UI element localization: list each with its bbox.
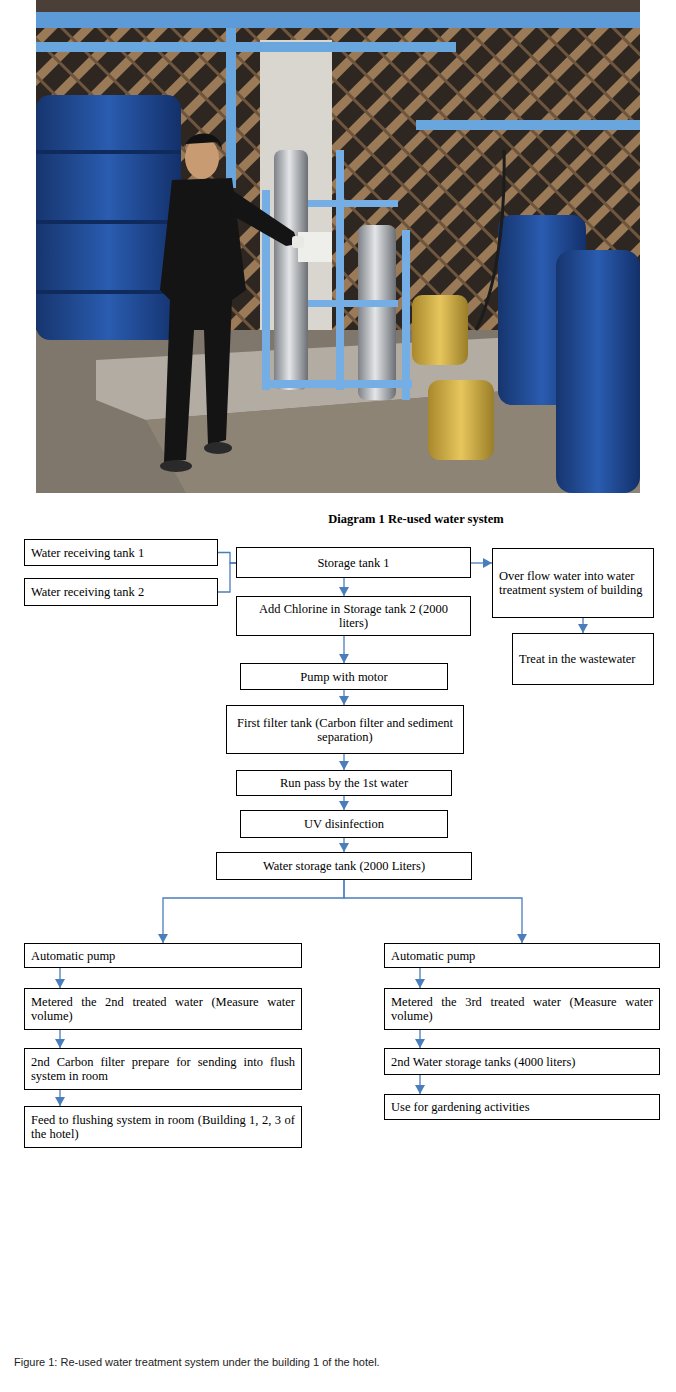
figure-caption: Figure 1: Re-used water treatment system… <box>14 1355 664 1369</box>
process-box: Use for gardening activities <box>384 1094 660 1120</box>
flow-arrow <box>343 578 344 596</box>
flow-arrow <box>59 1030 60 1048</box>
filter-cylinder <box>358 225 396 400</box>
ceiling-pipe <box>36 12 640 28</box>
box-text: Metered the 2nd treated water (Measure w… <box>31 995 295 1023</box>
box-text: First filter tank (Carbon filter and sed… <box>233 716 457 744</box>
tank-rib <box>36 150 181 154</box>
process-box: Feed to flushing system in room (Buildin… <box>24 1106 302 1148</box>
box-text: UV disinfection <box>247 817 441 831</box>
box-text: Use for gardening activities <box>391 1100 653 1114</box>
process-box: Metered the 3rd treated water (Measure w… <box>384 988 660 1030</box>
flow-arrow <box>218 563 236 592</box>
yellow-tank <box>428 380 494 460</box>
process-box: Water receiving tank 2 <box>24 578 218 606</box>
flow-arrow <box>419 968 420 988</box>
diagram-title: Diagram 1 Re-used water system <box>236 512 596 527</box>
process-box: Storage tank 1 <box>236 547 471 578</box>
box-text: Water receiving tank 1 <box>31 546 211 560</box>
process-box: Automatic pump <box>24 943 302 968</box>
riser-pipe <box>226 28 236 188</box>
flow-arrow <box>343 690 344 705</box>
process-box: Treat in the wastewater <box>512 633 654 685</box>
pipe <box>308 200 398 207</box>
flow-arrow <box>343 754 344 770</box>
right-blue-tank <box>556 250 640 493</box>
pipe <box>308 300 398 307</box>
box-text: Automatic pump <box>31 949 295 963</box>
flow-arrow <box>344 880 522 943</box>
site-photo <box>36 0 640 493</box>
yellow-tank <box>412 295 468 365</box>
process-box: Water storage tank (2000 Liters) <box>216 852 472 880</box>
box-text: Pump with motor <box>247 670 441 684</box>
box-text: Run pass by the 1st water <box>243 776 445 790</box>
flow-arrow <box>343 796 344 810</box>
photo-ground <box>36 0 640 493</box>
tank-rib <box>36 290 181 294</box>
flow-arrow <box>218 553 236 564</box>
process-box: UV disinfection <box>240 810 448 838</box>
flow-arrow <box>59 968 60 988</box>
box-text: 2nd Water storage tanks (4000 liters) <box>391 1055 653 1069</box>
pipe <box>416 120 640 130</box>
box-text: Water receiving tank 2 <box>31 585 211 599</box>
box-text: Automatic pump <box>391 949 653 963</box>
flow-arrow <box>343 838 344 852</box>
process-box: Water receiving tank 1 <box>24 539 218 566</box>
box-text: Treat in the wastewater <box>519 652 647 666</box>
process-box: Add Chlorine in Storage tank 2 (2000 lit… <box>236 596 471 636</box>
flow-arrow <box>343 636 344 663</box>
box-text: Storage tank 1 <box>243 556 464 570</box>
process-box: Pump with motor <box>240 663 448 690</box>
worker <box>160 134 304 473</box>
box-text: Over flow water into water treatment sys… <box>499 569 647 597</box>
box-text: Feed to flushing system in room (Buildin… <box>31 1113 295 1141</box>
process-box: Run pass by the 1st water <box>236 770 452 796</box>
box-text: Metered the 3rd treated water (Measure w… <box>391 995 653 1023</box>
process-box: Over flow water into water treatment sys… <box>492 548 654 618</box>
tank-rib <box>36 220 181 224</box>
flow-arrow <box>419 1030 420 1048</box>
pipe <box>262 380 412 388</box>
pipe <box>336 150 344 390</box>
process-box: Metered the 2nd treated water (Measure w… <box>24 988 302 1030</box>
process-box: Automatic pump <box>384 943 660 968</box>
hose <box>476 150 504 330</box>
box-text: Add Chlorine in Storage tank 2 (2000 lit… <box>243 602 464 630</box>
flow-arrow <box>582 618 583 633</box>
flow-arrow <box>419 1075 420 1094</box>
flow-arrow <box>163 880 344 943</box>
process-box: 2nd Water storage tanks (4000 liters) <box>384 1048 660 1075</box>
box-text: 2nd Carbon filter prepare for sending in… <box>31 1055 295 1083</box>
flow-arrow <box>59 1090 60 1106</box>
ceiling-pipe <box>36 42 456 52</box>
flow-arrow <box>471 562 492 563</box>
box-text: Water storage tank (2000 Liters) <box>223 859 465 873</box>
filter-cylinder <box>274 150 308 390</box>
left-blue-tank <box>36 95 181 340</box>
pipe <box>402 230 410 400</box>
process-box: First filter tank (Carbon filter and sed… <box>226 705 464 754</box>
process-box: 2nd Carbon filter prepare for sending in… <box>24 1048 302 1090</box>
